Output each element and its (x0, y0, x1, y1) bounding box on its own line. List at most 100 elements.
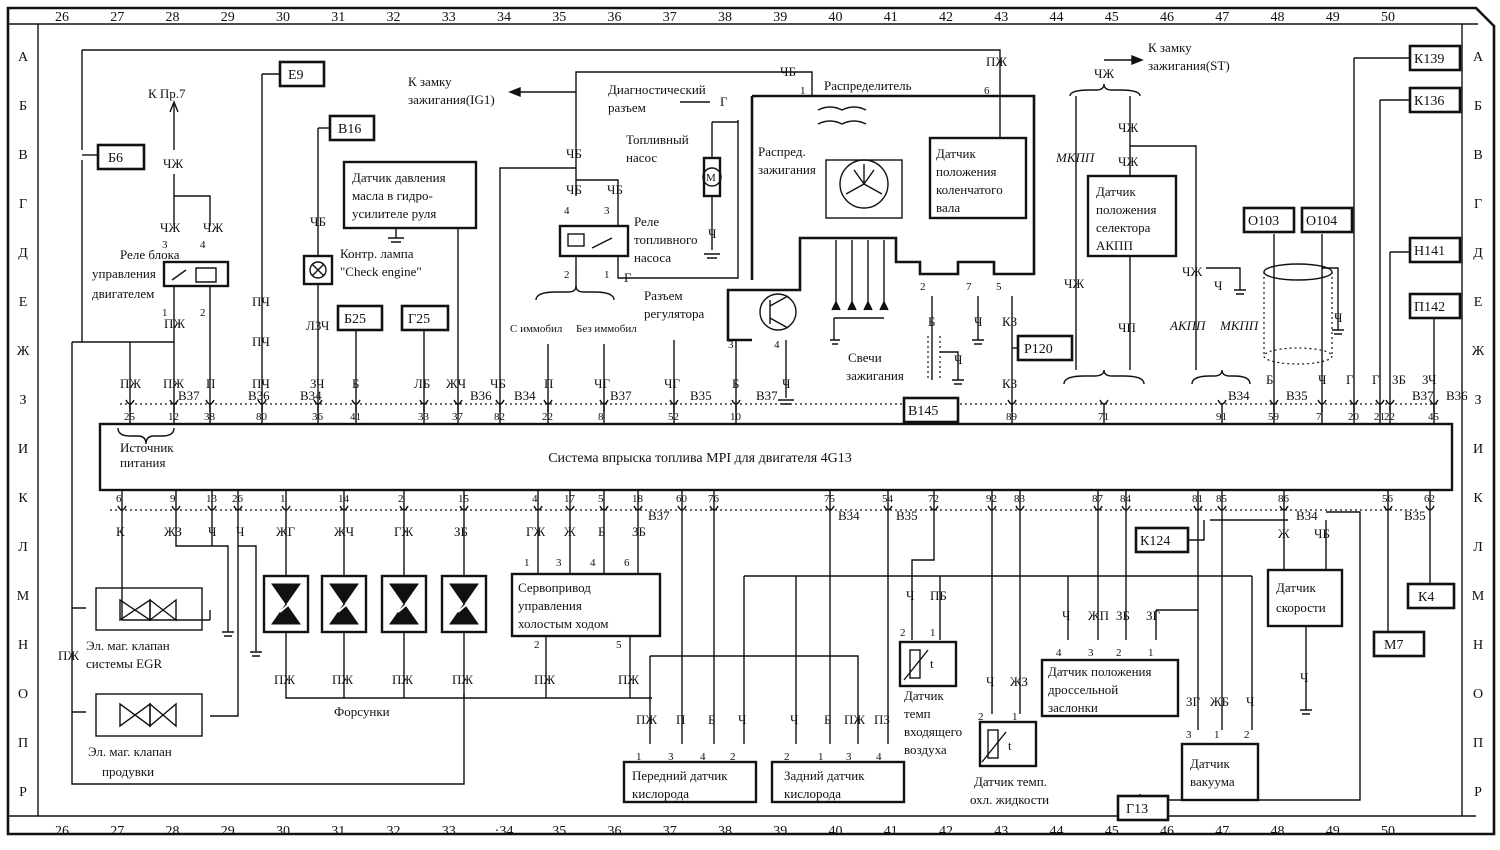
idle-label: управления (518, 598, 582, 613)
distributor-label: Распределитель (824, 78, 912, 93)
pin-number: 20 (1348, 411, 1360, 423)
wire-label: ПЖ (332, 672, 353, 687)
ecu-title: Система впрыска топлива MPI для двигател… (548, 451, 852, 466)
pin-number: 4 (532, 493, 538, 505)
grid-col-label: 37 (663, 824, 677, 839)
rear-o2-sensor: Задний датчик кислорода Ч Б ПЖ ПЗ 2 1 3 … (770, 510, 906, 804)
pin-number: 25 (124, 411, 136, 423)
pin-number: 59 (1268, 411, 1280, 423)
grid-col-label: 48 (1271, 10, 1285, 25)
grid-col-label: 28 (166, 10, 180, 25)
pin-number: 18 (632, 493, 644, 505)
injector-common: Форсунки (285, 680, 652, 719)
pin-number: 80 (256, 411, 268, 423)
wire-label: Б (598, 524, 605, 539)
distributor-block: Распределитель 1 6 ЧБ ПЖ Распред. зажига… (726, 54, 1036, 412)
wire-label: Ч (1300, 670, 1309, 685)
coolant-temp-sensor: Ч ЖЗ 2 1 t Датчик темп. охл. жидкости (970, 510, 1049, 807)
wire-label: ПЖ (163, 376, 184, 391)
pin-number: 71 (1098, 411, 1109, 423)
regulator-label: Разъем (644, 288, 683, 303)
pin-number: 15 (458, 493, 470, 505)
wire-label: Г (1346, 372, 1354, 387)
ref-r120: Р120 (1016, 334, 1074, 362)
connector-label: В37 (1412, 388, 1434, 403)
pin-number: 4 (774, 339, 780, 351)
injector-icon (337, 597, 355, 613)
egr-valve: К Эл. маг. клапан системы EGR ЖЗ Ч (86, 510, 234, 671)
wire-label: Г (624, 270, 632, 285)
immo-label: С иммобил (510, 323, 563, 335)
wire-label: ЧБ (566, 182, 582, 197)
pin-number: 89 (1006, 411, 1018, 423)
air-temp-label: входящего (904, 724, 962, 739)
grid-row-label: К (1473, 491, 1483, 506)
wire-label: ЗГ (1186, 694, 1201, 709)
akpp-label: АКПП (1169, 318, 1207, 333)
grid-col-label: 35 (552, 10, 566, 25)
grid-col-label: 31 (331, 824, 345, 839)
pin-number: 5 (996, 281, 1002, 293)
pin-number: 82 (494, 411, 505, 423)
pin-number: 12 (168, 411, 179, 423)
diag-label: Диагностический (608, 82, 706, 97)
relay-ecu-label: Реле блока (120, 247, 180, 262)
ref-o103: О103 (1242, 206, 1296, 234)
svg-text:М7: М7 (1384, 638, 1403, 653)
grid-row-label: А (18, 50, 29, 65)
grid-col-label: 40 (829, 824, 843, 839)
connector-label: В36 (470, 388, 492, 403)
pin-number: 86 (1278, 493, 1290, 505)
svg-text:К139: К139 (1414, 52, 1444, 67)
selector-label: селектора (1096, 220, 1151, 235)
fuel-pump-label: насос (626, 150, 657, 165)
grid-row-label: Н (1473, 638, 1483, 653)
wire-label: Б (732, 376, 739, 391)
pin-number: 3 (668, 751, 674, 763)
wire-label: ЧБ (780, 64, 796, 79)
crank-label: коленчатого (936, 182, 1003, 197)
grid-col-label: 28 (166, 824, 180, 839)
coolant-label: Датчик темп. (974, 774, 1047, 789)
connector-label: В35 (896, 508, 918, 523)
ref-e9: Е9 (278, 60, 326, 88)
grid-col-label: 27 (110, 824, 124, 839)
wire-label: ПЖ (274, 672, 295, 687)
pin-number: 54 (882, 493, 894, 505)
grid-row-label: З (19, 393, 26, 408)
pin-number: 2 (730, 751, 736, 763)
idle-servo: Сервопривод управления холостым ходом ГЖ… (510, 510, 662, 698)
wire-label: Ч (1334, 310, 1343, 325)
ref-o104: О104 (1300, 206, 1354, 234)
wire-label: Б (1266, 372, 1273, 387)
wire-label: ЛБ (414, 376, 430, 391)
injectors-label: Форсунки (334, 704, 390, 719)
wire-label: ПБ (930, 588, 947, 603)
svg-text:П142: П142 (1414, 300, 1445, 315)
grid-row-label: И (18, 442, 28, 457)
selector-sensor: К замку зажигания(ST) ЧЖ МКПП ЧЖ ЧЖ ЧЖ Д… (1055, 40, 1260, 385)
wire-label: ЧЖ (1094, 66, 1114, 81)
ref-k136: К136 (1408, 86, 1462, 114)
throttle-sensor: Ч ЖП ЗБ ЗГ 4 3 2 1 Датчик положения дрос… (1040, 510, 1199, 718)
ref-g13: Г13 (1116, 794, 1170, 822)
pin-number: 4 (590, 557, 596, 569)
wire-label: Ч (974, 314, 983, 329)
coolant-label: охл. жидкости (970, 792, 1049, 807)
pin-number: 22 (542, 411, 553, 423)
svg-text:Н141: Н141 (1414, 244, 1445, 259)
grid-col-label: 37 (663, 10, 677, 25)
pin-number: 2 (534, 639, 540, 651)
pin-number: 92 (986, 493, 997, 505)
to-pr7-label: К Пр.7 (148, 86, 186, 101)
grid-col-label: 43 (994, 10, 1008, 25)
pin-number: 52 (668, 411, 679, 423)
grid-col-label: 49 (1326, 824, 1340, 839)
wire-label: П (206, 376, 215, 391)
connector-label: В34 (1228, 388, 1250, 403)
wire-label: ПЖ (618, 672, 639, 687)
pin-number: 38 (204, 411, 216, 423)
